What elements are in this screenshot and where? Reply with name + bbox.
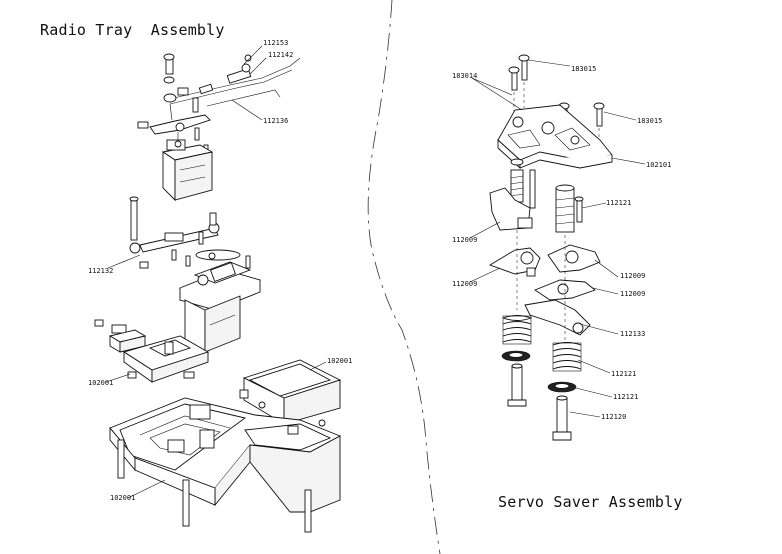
servo-horn-steering <box>195 249 241 261</box>
throttle-servo <box>161 139 214 202</box>
callout-112009-mid: 112009 <box>452 280 478 288</box>
callout-112009-right-b: 112009 <box>620 290 646 298</box>
callout-112132: 112132 <box>88 267 114 275</box>
washers <box>501 350 577 393</box>
leader-lines <box>105 45 646 499</box>
receiver-switch <box>94 319 147 353</box>
callout-112136: 112136 <box>263 117 289 125</box>
callout-183015-right: 183015 <box>637 117 663 125</box>
radio-tray <box>109 397 342 533</box>
servo-saver-assembly-title: Servo Saver Assembly <box>498 493 683 511</box>
servo-saver-arms <box>488 244 601 336</box>
callout-183015-top: 183015 <box>571 65 597 73</box>
springs <box>502 315 582 372</box>
steering-servo <box>178 261 262 353</box>
callout-102001-tray: 102001 <box>110 494 136 502</box>
receiver-box-lid <box>122 335 210 383</box>
pivot-shafts <box>507 363 572 441</box>
ball-link-top <box>163 53 199 121</box>
servo-saver-top-plate <box>497 104 613 170</box>
section-divider <box>367 0 441 554</box>
left-spring-post <box>489 158 536 231</box>
callout-112120: 112120 <box>601 413 627 421</box>
radio-tray-assembly-title: Radio Tray Assembly <box>40 21 225 39</box>
callout-112121-post: 112121 <box>606 199 632 207</box>
battery-box-lid <box>239 359 342 427</box>
callout-102001-receiver-lid: 102001 <box>88 379 114 387</box>
callout-112121-spring: 112121 <box>611 370 637 378</box>
callout-102101: 102101 <box>646 161 672 169</box>
callout-183014: 183014 <box>452 72 478 80</box>
callout-112009-right-a: 112009 <box>620 272 646 280</box>
callout-112153: 112153 <box>263 39 289 47</box>
steering-linkage <box>129 196 251 269</box>
throttle-linkage-rod <box>164 54 301 107</box>
callout-112142: 112142 <box>268 51 294 59</box>
callout-112009-left: 112009 <box>452 236 478 244</box>
callout-112133: 112133 <box>620 330 646 338</box>
callout-112121-washer: 112121 <box>613 393 639 401</box>
callout-102001-battery-lid: 102001 <box>327 357 353 365</box>
right-spring-post <box>555 184 584 233</box>
